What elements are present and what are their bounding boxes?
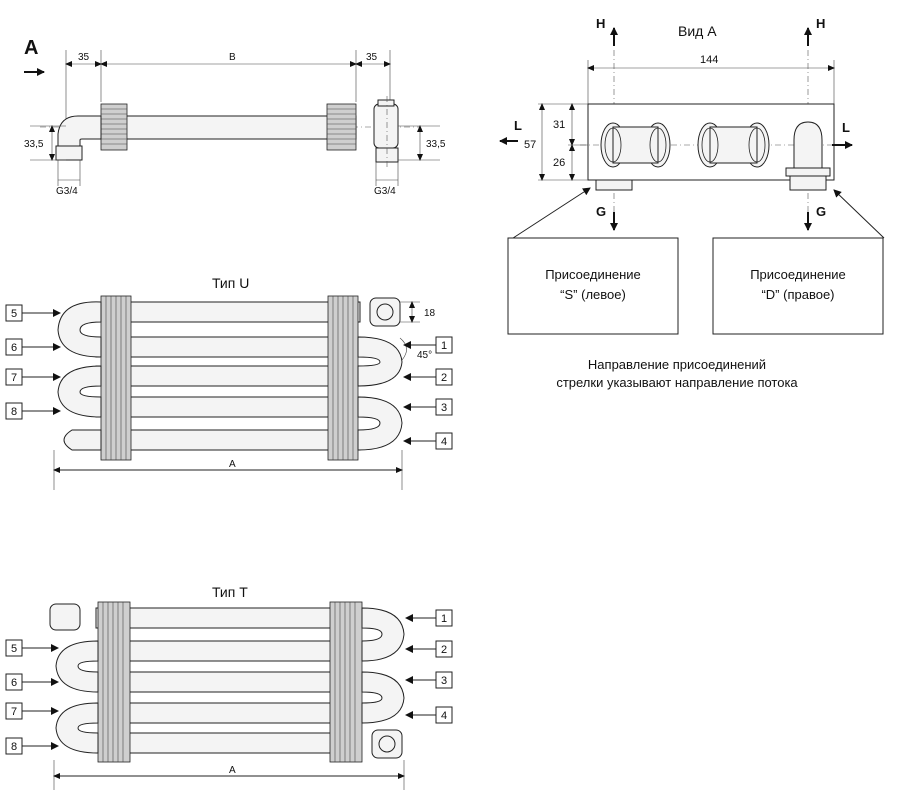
fin-pack-right (326, 103, 357, 151)
elbow-left (57, 115, 102, 147)
type-t-label-8: 8 (11, 741, 17, 753)
dim-26: 26 (553, 157, 565, 169)
type-u-dim-45: 45° (417, 350, 432, 361)
type-t-title: Тип T (212, 584, 248, 600)
note-line-2: стрелки указывают направление потока (556, 375, 798, 390)
type-u-label-4: 4 (441, 436, 447, 448)
connection-d-label: “D” (правое) (761, 287, 834, 302)
type-t-label-7: 7 (11, 706, 17, 718)
type-t-dim-a: A (229, 765, 236, 776)
dim-31: 31 (553, 119, 565, 131)
type-t-left-labels: 5 6 7 8 (5, 639, 59, 755)
type-u-left-labels: 5 6 7 8 (5, 304, 61, 420)
type-u-dim-a: A (229, 459, 236, 470)
fin-pack-left (100, 103, 128, 151)
view-letter-a: A (24, 37, 38, 59)
type-t-label-4: 4 (441, 710, 447, 722)
type-u-label-8: 8 (11, 406, 17, 418)
thread-left: G3/4 (56, 186, 78, 197)
type-t-drawing: Тип T (5, 584, 453, 790)
dim-57: 57 (524, 139, 536, 151)
type-u-label-1: 1 (441, 340, 447, 352)
connector-right (785, 121, 831, 191)
type-u-tubes (95, 301, 361, 451)
fitting-left (55, 145, 83, 161)
cap-right (377, 99, 395, 107)
arrow-h-right: H (816, 16, 825, 31)
type-t-fins-left (97, 601, 131, 763)
arrow-g-right: G (816, 204, 826, 219)
type-u-right-labels: 1 2 3 4 (403, 336, 453, 450)
connection-s-box (507, 237, 679, 335)
type-t-right-labels: 1 2 3 4 (405, 609, 453, 724)
type-u-bends-left (57, 301, 102, 451)
arrow-h-left: H (596, 16, 605, 31)
dim-35-right: 35 (366, 52, 378, 63)
type-t-bends-right (361, 607, 405, 759)
thread-right: G3/4 (374, 186, 396, 197)
type-u-fins-right (327, 295, 359, 461)
view-a: Вид А H H 144 (499, 16, 885, 390)
dim-33-5-right: 33,5 (426, 139, 446, 150)
note-line-1: Направление присоединений (588, 357, 766, 372)
connection-d-box (712, 237, 884, 335)
type-u-dim-18: 18 (424, 308, 436, 319)
dim-33-5-left: 33,5 (24, 139, 44, 150)
dim-b: B (229, 52, 236, 63)
type-u-label-6: 6 (11, 342, 17, 354)
dim-35-left: 35 (78, 52, 90, 63)
type-u-label-5: 5 (11, 308, 17, 320)
connector-left (595, 179, 633, 191)
type-u-label-7: 7 (11, 372, 17, 384)
type-u-fins-left (100, 295, 132, 461)
type-u-label-3: 3 (441, 402, 447, 414)
type-u-drawing: Тип U (5, 275, 453, 490)
arrow-l-left: L (514, 118, 522, 133)
type-u-title: Тип U (212, 275, 249, 291)
arrow-l-right: L (842, 120, 850, 135)
type-t-fins-right (329, 601, 363, 763)
type-t-label-5: 5 (11, 643, 17, 655)
connection-s-label: “S” (левое) (560, 287, 626, 302)
arrow-g-left: G (596, 204, 606, 219)
type-t-tubes (95, 607, 361, 754)
side-view: A 35 B 35 (24, 37, 446, 197)
connection-s-title: Присоединение (545, 267, 641, 282)
riser-right (373, 103, 399, 149)
view-a-title: Вид А (678, 23, 717, 39)
type-t-label-1: 1 (441, 613, 447, 625)
connection-d-title: Присоединение (750, 267, 846, 282)
dim-144: 144 (700, 54, 718, 66)
type-u-bends-right (357, 297, 403, 451)
type-t-label-3: 3 (441, 675, 447, 687)
type-u-label-2: 2 (441, 372, 447, 384)
type-t-bends-left (49, 603, 99, 754)
pipe-loop-mid (697, 122, 770, 168)
type-t-label-2: 2 (441, 644, 447, 656)
type-t-label-6: 6 (11, 677, 17, 689)
pipe-loop-left (600, 122, 671, 168)
tube (100, 115, 357, 140)
